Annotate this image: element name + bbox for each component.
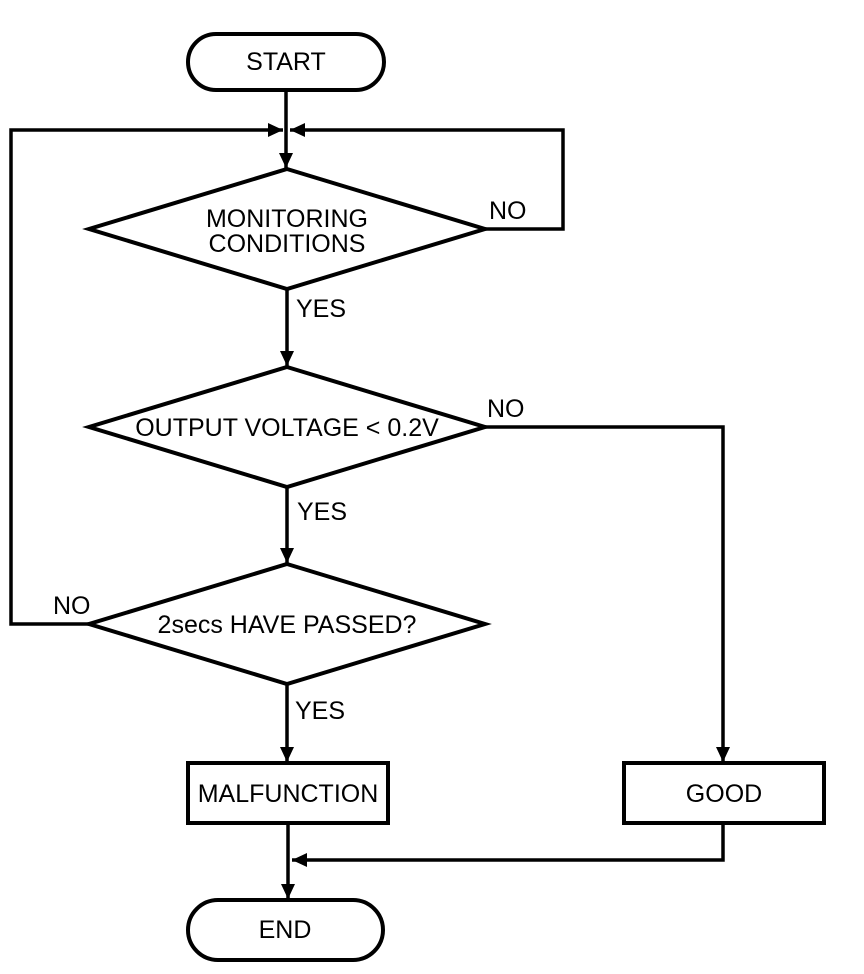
node-output-voltage [82, 364, 492, 490]
label-voltage-no: NO [487, 395, 525, 423]
node-monitoring-conditions-label-line1: MONITORING [206, 205, 368, 233]
node-good-label: GOOD [686, 780, 762, 808]
node-monitoring-conditions [82, 166, 492, 292]
edge-voltage-no [485, 425, 730, 762]
node-start-label: START [246, 48, 326, 76]
edge-good-to-end [292, 823, 725, 867]
node-end [186, 898, 385, 962]
node-monitoring-conditions-label-line2: CONDITIONS [209, 230, 366, 258]
node-2secs-passed [82, 561, 492, 687]
label-timer-no: NO [53, 592, 91, 620]
node-output-voltage-label: OUTPUT VOLTAGE < 0.2V [135, 414, 439, 442]
label-monitoring-yes: YES [296, 295, 346, 323]
node-2secs-passed-label: 2secs HAVE PASSED? [158, 611, 417, 639]
node-malfunction-label: MALFUNCTION [198, 780, 379, 808]
label-voltage-yes: YES [297, 498, 347, 526]
node-malfunction [186, 761, 390, 825]
edge-timer-no-loop [9, 123, 283, 626]
label-monitoring-no: NO [489, 197, 527, 225]
node-end-label: END [259, 916, 312, 944]
node-start [186, 32, 386, 92]
edge-monitoring-no-loop [290, 123, 565, 231]
node-good [622, 761, 826, 825]
label-timer-yes: YES [295, 697, 345, 725]
